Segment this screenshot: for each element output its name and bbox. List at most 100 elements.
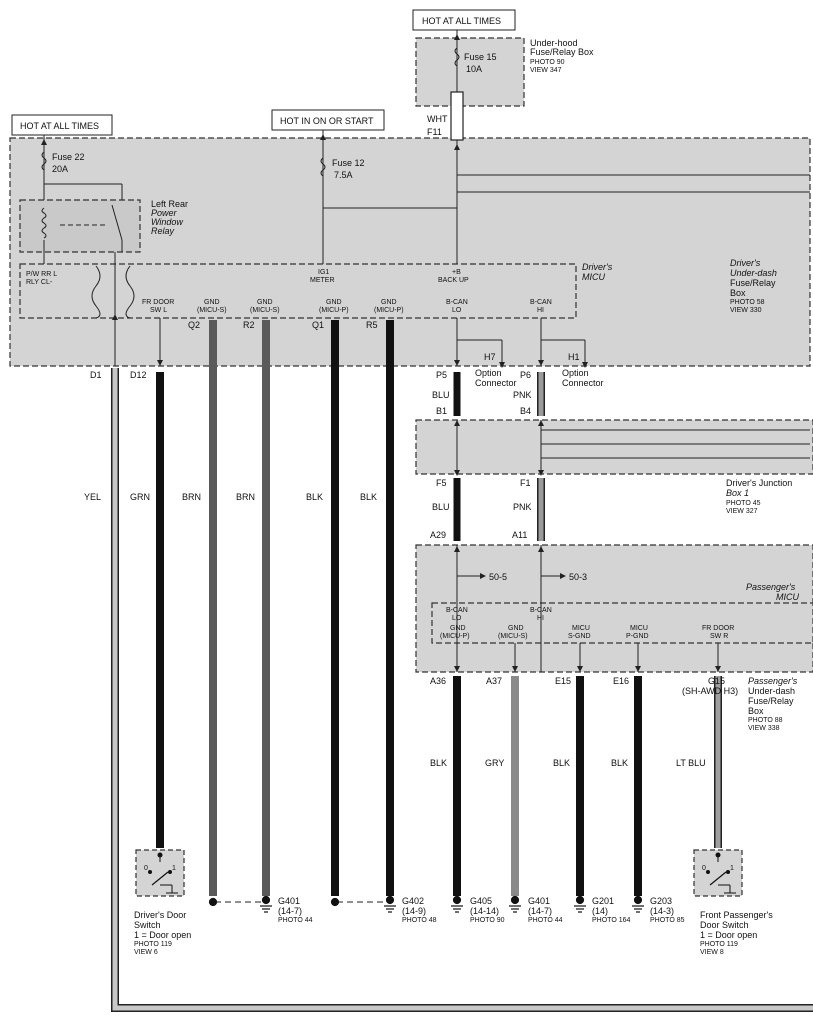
pmicu-title-2: MICU [776, 592, 799, 602]
pin-a11: A11 [512, 530, 527, 540]
ground-g405-loc: (14-14) [470, 906, 499, 916]
labels-switches: Driver's Door Switch 1 = Door open PHOTO… [134, 910, 773, 956]
pin-h1: H1 [568, 352, 580, 362]
wire-label-blk-a36: BLK [430, 758, 447, 768]
pin-r2: R2 [243, 320, 255, 330]
labels-junction: Driver's Junction Box 1 PHOTO 45 VIEW 32… [726, 478, 792, 515]
dswitch-l3: 1 = Door open [134, 930, 191, 940]
wire-label-wht: WHT [427, 114, 448, 124]
pin-a37: A37 [486, 676, 502, 686]
junction-view: VIEW 327 [726, 508, 758, 515]
ground-g405: G405 [470, 896, 492, 906]
micu-pwrr-1: P/W RR L [26, 271, 57, 278]
ground-g401-left-icon [260, 895, 272, 913]
passengers-switch-pos0: 0 [702, 865, 706, 872]
underdash-title-1: Driver's [730, 258, 761, 268]
pin-a36: A36 [430, 676, 446, 686]
drivers-micu-box [19, 263, 577, 319]
micu-r5-type: (MICU-P) [374, 307, 404, 314]
micu-bcan-hi-2: HI [537, 307, 544, 314]
banners: HOT AT ALL TIMES HOT AT ALL TIMES HOT IN… [11, 9, 516, 136]
wire-label-ltblu: LT BLU [676, 758, 706, 768]
pin-g15-alt: (SH-AWD H3) [682, 686, 738, 696]
pbox-l4: Box [748, 706, 764, 716]
pmicu-e16-l2: P-GND [626, 633, 649, 640]
drivers-door-switch: 0 1 [135, 849, 185, 897]
boxes [9, 37, 813, 673]
labels-pins: D1 D12 Q2 R2 Q1 R5 P5 P6 H7 H1 B1 B4 F5 … [90, 320, 738, 696]
micu-q1-gnd: GND [326, 299, 342, 306]
pin-f1: F1 [520, 478, 531, 488]
micu-b-2: BACK UP [438, 277, 469, 284]
ground-g201-photo: PHOTO 164 [592, 917, 630, 924]
ground-g402-loc: (14-9) [402, 906, 426, 916]
relay-box [19, 199, 141, 253]
fuse12-rating: 7.5A [334, 170, 353, 180]
pmicu-a37-gnd: GND [508, 625, 524, 632]
pmicu-bcan-hi-2: HI [537, 615, 544, 622]
circuit-lines [41, 30, 810, 903]
pin-r5: R5 [366, 320, 378, 330]
micu-frdoor-1: FR DOOR [142, 299, 174, 306]
pmicu-conn-1: 50-5 [489, 572, 507, 582]
pin-d1: D1 [90, 370, 102, 380]
ground-g203-loc: (14-3) [650, 906, 674, 916]
pin-e16: E16 [613, 676, 629, 686]
ground-symbols [208, 895, 644, 913]
fuse22-label: Fuse 22 [52, 152, 85, 162]
drivers-junction-box [415, 419, 813, 475]
wire-label-blu-upper: BLU [432, 390, 450, 400]
option-h7-l1: Option [475, 368, 502, 378]
dswitch-photo: PHOTO 119 [134, 941, 172, 948]
ground-g401a: G401 [278, 896, 300, 906]
ground-g201: G201 [592, 896, 614, 906]
fuse12-label: Fuse 12 [332, 158, 365, 168]
micu-title-2: MICU [582, 272, 605, 282]
micu-ig1-1: IG1 [318, 269, 329, 276]
junction-l1: Driver's Junction [726, 478, 792, 488]
pin-a29: A29 [430, 530, 446, 540]
pin-b1: B1 [436, 406, 447, 416]
pmicu-frdoor-1: FR DOOR [702, 625, 734, 632]
pmicu-e15-l2: S-GND [568, 633, 591, 640]
pin-f11: F11 [427, 127, 442, 137]
micu-r2-gnd: GND [257, 299, 273, 306]
relay-label-3: Window [151, 217, 183, 227]
wire-label-brn-r2: BRN [236, 492, 255, 502]
underdash-photo: PHOTO 58 [730, 299, 765, 306]
pin-p6: P6 [520, 370, 531, 380]
relay-label-4: Relay [151, 226, 175, 236]
ground-g401b: G401 [528, 896, 550, 906]
banner-hot-in-on-or-start: HOT IN ON OR START [280, 116, 374, 126]
pmicu-a37-type: (MICU-S) [498, 633, 528, 640]
junction-l2: Box 1 [726, 488, 749, 498]
underhood-fuse-box [415, 37, 525, 107]
ground-g401a-loc: (14-7) [278, 906, 302, 916]
passengers-micu-box [431, 602, 813, 644]
fuse22-rating: 20A [52, 164, 68, 174]
underdash-view: VIEW 330 [730, 307, 762, 314]
pmicu-conn-2: 50-3 [569, 572, 587, 582]
pin-b4: B4 [520, 406, 531, 416]
micu-bcan-lo-2: LO [452, 307, 462, 314]
ground-g401a-photo: PHOTO 44 [278, 917, 313, 924]
labels-underdash: Fuse 22 20A Fuse 12 7.5A Left Rear Power… [52, 152, 777, 314]
pbox-l3: Fuse/Relay [748, 696, 794, 706]
dswitch-view: VIEW 6 [134, 949, 158, 956]
labels-passenger-micu: 50-5 50-3 Passenger's MICU B-CAN LO B-CA… [440, 572, 799, 640]
passengers-switch-pos1: 1 [730, 865, 734, 872]
underhood-title: Under-hood [530, 38, 578, 48]
underhood-view: VIEW 347 [530, 67, 562, 74]
pmicu-a36-gnd: GND [450, 625, 466, 632]
junction-photo: PHOTO 45 [726, 500, 761, 507]
pswitch-l3: 1 = Door open [700, 930, 757, 940]
labels-grounds: G401 (14-7) PHOTO 44 G402 (14-9) PHOTO 4… [278, 896, 685, 924]
option-h1-l1: Option [562, 368, 589, 378]
dswitch-l1: Driver's Door [134, 910, 186, 920]
wire-label-blk-q1: BLK [306, 492, 323, 502]
underdash-title-4: Box [730, 288, 746, 298]
banner-hot-at-all-times-top: HOT AT ALL TIMES [422, 16, 501, 26]
pin-e15: E15 [555, 676, 571, 686]
option-h7-l2: Connector [475, 378, 517, 388]
pin-p5: P5 [436, 370, 447, 380]
